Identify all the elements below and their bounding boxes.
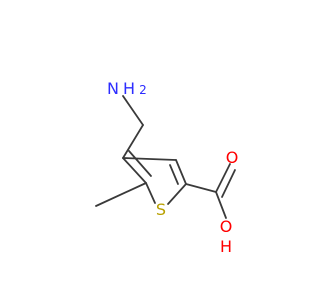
bond-c5-methyl (95, 182, 147, 207)
bond-carbonyl-inner (221, 169, 236, 198)
bond-c3-c2-inner (169, 164, 179, 185)
bond-ch2-c4 (122, 124, 144, 159)
bond-c5-s (145, 182, 156, 204)
hydroxyl-oxygen: O (220, 217, 233, 236)
structure-canvas: N H 2 S O O H (95, 79, 239, 256)
bond-c-oh (215, 191, 227, 219)
structure-drawing: N H 2 S O O H (95, 79, 239, 256)
amine-nitrogen: N (107, 79, 119, 98)
bond-n-ch2 (122, 95, 144, 126)
hydroxyl-hydrogen: H (220, 237, 232, 256)
bond-c3-c2 (175, 159, 187, 185)
bond-c4-c5-inner (128, 150, 152, 177)
bonds (95, 95, 236, 219)
bond-c4-c5 (122, 157, 147, 184)
carbonyl-oxygen: O (226, 148, 239, 167)
bond-c4-c3 (122, 157, 177, 161)
amine-hydrogen: H (123, 79, 135, 98)
amine-subscript: 2 (139, 83, 147, 97)
bond-s-c2 (167, 183, 187, 205)
bond-c2-cooh (185, 183, 217, 193)
bond-carbonyl (215, 163, 231, 193)
ring-sulfur: S (156, 200, 166, 219)
